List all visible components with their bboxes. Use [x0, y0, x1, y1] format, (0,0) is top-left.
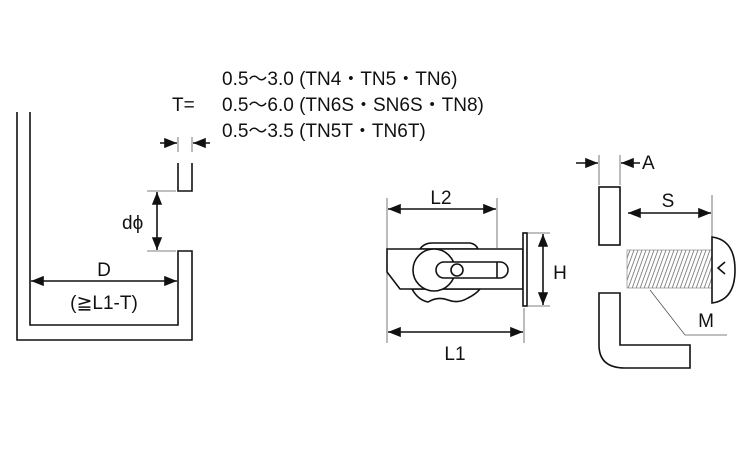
l2-label: L2 [430, 188, 451, 209]
screw-assembly: A S M [576, 153, 736, 369]
thickness-range-2: 0.5～6.0 (TN6S・SN6S・TN8) [222, 95, 484, 116]
hole-diameter-label: dϕ [122, 213, 143, 234]
thickness-label: T= [172, 95, 195, 116]
l-bracket [598, 292, 691, 369]
thickness-range-3: 0.5～3.5 (TN5T・TN6T) [222, 121, 426, 142]
l1-label: L1 [444, 344, 465, 365]
h-label: H [553, 263, 567, 284]
m-label: M [698, 311, 714, 332]
thickness-range-1: 0.5～3.0 (TN4・TN5・TN6) [222, 69, 457, 90]
depth-condition: (≧L1-T) [70, 293, 138, 314]
screw-head [711, 236, 736, 304]
a-label: A [642, 153, 655, 174]
s-label: S [662, 191, 675, 212]
thickness-spec: T= 0.5～3.0 (TN4・TN5・TN6) 0.5～6.0 (TN6S・S… [172, 69, 484, 142]
depth-label: D [97, 260, 111, 281]
nut-side-view: L2 L1 H [386, 188, 567, 365]
panel-section: dϕ D (≧L1-T) [16, 112, 210, 341]
screw-thread [626, 249, 713, 289]
